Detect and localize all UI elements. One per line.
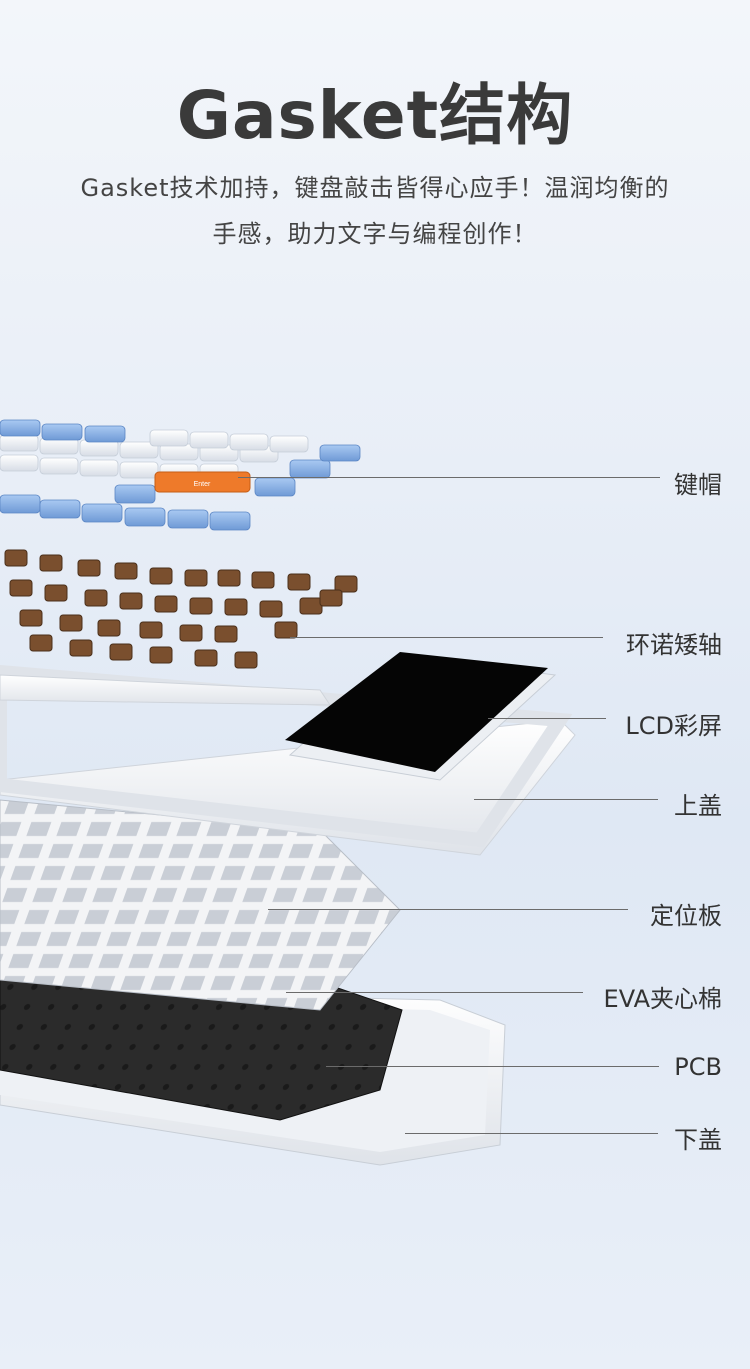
label-eva: EVA夹心棉 <box>603 985 722 1013</box>
label-line-switches <box>290 637 603 638</box>
keycaps-layer: Enter <box>0 419 361 531</box>
label-plate: 定位板 <box>650 902 722 930</box>
subtitle-line-2: 手感，助力文字与编程创作！ <box>212 220 538 248</box>
label-top-case: 上盖 <box>674 792 722 820</box>
label-pcb: PCB <box>674 1053 722 1081</box>
exploded-keyboard-illustration: Enter <box>0 419 576 1166</box>
subtitle-line-1: Gasket技术加持，键盘敲击皆得心应手！温润均衡的 <box>80 174 670 202</box>
enter-keycap <box>154 471 251 493</box>
label-line-pcb <box>326 1066 659 1067</box>
label-line-plate <box>268 909 628 910</box>
label-lcd: LCD彩屏 <box>625 712 722 740</box>
label-line-bottom-case <box>405 1133 658 1134</box>
label-line-eva <box>286 992 583 993</box>
lcd-layer <box>285 652 557 781</box>
label-line-keycaps <box>238 477 660 478</box>
label-keycaps: 键帽 <box>674 471 722 499</box>
label-line-lcd <box>488 718 606 719</box>
switches-layer <box>4 549 358 669</box>
enter-key-legend: Enter <box>194 481 211 488</box>
label-switches: 环诺矮轴 <box>626 631 722 659</box>
label-line-top-case <box>474 799 658 800</box>
page-title: Gasket结构 <box>176 77 574 154</box>
label-bottom-case: 下盖 <box>674 1126 722 1154</box>
